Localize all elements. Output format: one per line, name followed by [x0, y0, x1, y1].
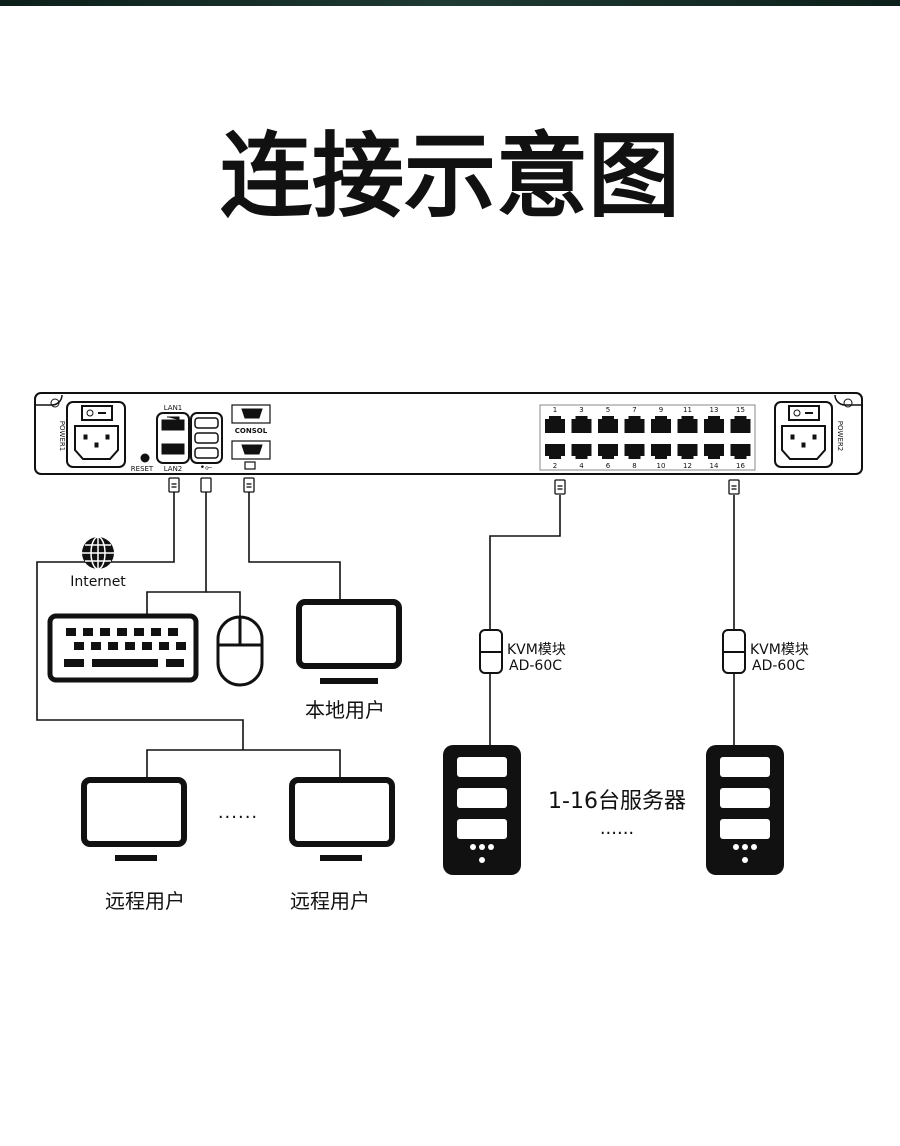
lan2-label: LAN2 — [164, 465, 183, 473]
key — [74, 642, 84, 650]
keyboard-icon — [47, 613, 199, 683]
usb-icon: •⟜ — [200, 463, 213, 473]
rj45-port — [624, 416, 645, 433]
remote-users-ellipsis: ...... — [218, 802, 258, 823]
mouse-icon — [216, 615, 264, 687]
key — [134, 628, 144, 636]
power1-label: POWER1 — [58, 421, 66, 451]
rj45-port — [704, 444, 724, 459]
cable-plug-icon — [554, 479, 566, 495]
servers-label: 1-16台服务器 — [548, 789, 686, 814]
screw-icon — [50, 398, 60, 408]
port-number: 12 — [683, 462, 692, 470]
key — [159, 642, 169, 650]
top-banner-bar — [0, 0, 900, 6]
cable-plug-icon — [168, 477, 180, 493]
key — [91, 642, 101, 650]
key — [168, 628, 178, 636]
rj45-port — [598, 416, 618, 433]
key — [108, 642, 118, 650]
kvm-module-icon — [479, 629, 746, 674]
key — [142, 642, 152, 650]
rj45-port — [730, 416, 751, 433]
kvm-module-name: KVM模块 — [750, 642, 809, 658]
rj45-port — [651, 444, 671, 459]
local-user-label: 本地用户 — [305, 698, 385, 722]
key — [92, 659, 158, 667]
rj45-port — [545, 444, 565, 459]
remote-monitor-icon — [289, 777, 395, 861]
rj45-port — [624, 444, 645, 459]
internet-label: Internet — [70, 574, 126, 590]
kvm-switch-rear-panel — [34, 392, 863, 475]
power1-socket — [66, 401, 126, 468]
key — [151, 628, 161, 636]
port-number: 13 — [710, 406, 719, 414]
connection-lines — [36, 492, 735, 778]
key — [166, 659, 184, 667]
lan-ports — [156, 412, 190, 464]
screw-icon — [843, 398, 853, 408]
port-number: 1 — [553, 406, 557, 414]
key — [176, 642, 186, 650]
cable-plug-icon — [728, 479, 740, 495]
rj45-port — [677, 444, 698, 459]
servers-ellipsis: ...... — [600, 818, 634, 839]
port-number: 7 — [632, 406, 636, 414]
port-number: 4 — [579, 462, 584, 470]
rj45-port — [571, 416, 592, 433]
local-monitor-icon — [296, 599, 402, 684]
kvm-module-model: AD-60C — [509, 658, 562, 674]
globe-icon — [82, 536, 114, 570]
remote-user-label: 远程用户 — [290, 889, 370, 913]
power2-label: POWER2 — [836, 421, 844, 451]
page-title: 连接示意图 — [220, 123, 680, 230]
console-port — [231, 404, 271, 424]
remote-monitor-icon — [81, 777, 187, 861]
port-number: 3 — [579, 406, 583, 414]
port-number: 10 — [657, 462, 666, 470]
usb-ports — [190, 412, 223, 464]
rj45-port — [571, 444, 592, 459]
reset-button — [140, 453, 150, 463]
vga-port — [231, 440, 271, 460]
port-number: 15 — [736, 406, 745, 414]
usb-plug-icon — [200, 477, 212, 493]
rj45-port — [598, 444, 618, 459]
server-icon — [443, 745, 521, 875]
key — [66, 628, 76, 636]
rj45-port — [730, 444, 751, 459]
key — [64, 659, 84, 667]
port-number: 5 — [606, 406, 610, 414]
port-number: 6 — [606, 462, 611, 470]
cable-plug-icon — [243, 477, 255, 493]
rj45-port — [545, 416, 565, 433]
rj45-port — [704, 416, 724, 433]
server-icon — [706, 745, 784, 875]
reset-label: RESET — [131, 465, 154, 473]
port-number: 2 — [553, 462, 557, 470]
port-number: 14 — [710, 462, 719, 470]
kvm-module-name: KVM模块 — [507, 642, 566, 658]
key — [100, 628, 110, 636]
remote-user-label: 远程用户 — [105, 889, 185, 913]
rj45-port — [651, 416, 671, 433]
key — [83, 628, 93, 636]
port-number: 9 — [659, 406, 663, 414]
lan1-label: LAN1 — [164, 404, 183, 412]
kvm-module-model: AD-60C — [752, 658, 805, 674]
power2-socket — [774, 401, 833, 468]
console-label: CONSOL — [235, 427, 268, 435]
key — [117, 628, 127, 636]
port-number: 11 — [683, 406, 692, 414]
port-number: 8 — [632, 462, 636, 470]
port-number: 16 — [736, 462, 745, 470]
monitor-icon — [244, 461, 256, 470]
rj45-port — [677, 416, 698, 433]
key — [125, 642, 135, 650]
